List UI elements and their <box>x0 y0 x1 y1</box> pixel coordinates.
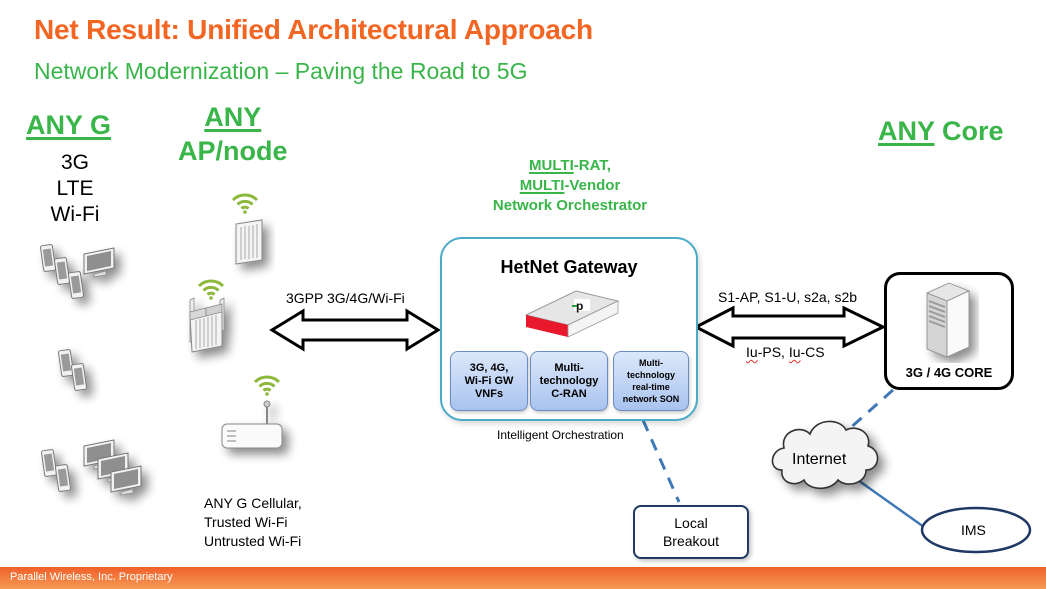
any-ap-heading: ANY AP/node <box>178 102 288 166</box>
ims-label: IMS <box>961 522 986 538</box>
tech-3g: 3G <box>60 151 89 174</box>
core-label: 3G / 4G CORE <box>905 365 993 380</box>
slide-title: Net Result: Unified Architectural Approa… <box>34 14 593 45</box>
device-group-phones-and-monitor <box>39 243 115 300</box>
any-core-heading: ANY Core <box>878 116 1004 146</box>
core-internet-link <box>839 388 894 439</box>
outdoor-radio-node-icon <box>189 279 225 353</box>
local-breakout-link <box>641 419 681 503</box>
local-breakout-node[interactable]: Local Breakout <box>633 505 749 559</box>
gateway-module-cran[interactable]: Multi- technology C-RAN <box>530 351 608 411</box>
gateway-caption: Intelligent Orchestration <box>497 428 624 442</box>
ap-caption: ANY G Cellular, Trusted Wi-Fi Untrusted … <box>204 495 302 549</box>
tech-lte: LTE <box>56 177 94 200</box>
device-group-two-phones <box>57 348 88 392</box>
orchestrator-heading: MULTI-RAT, MULTI-Vendor Network Orchestr… <box>492 157 648 214</box>
server-icon <box>925 282 971 358</box>
ims-node <box>920 506 1032 554</box>
wifi-router-node-icon <box>221 375 283 449</box>
internet-ims-link <box>854 476 925 529</box>
gateway-title: HetNet Gateway <box>500 257 638 277</box>
any-g-technologies: 3G LTE Wi-Fi <box>40 150 110 228</box>
footer-text: Parallel Wireless, Inc. Proprietary <box>10 571 173 583</box>
gateway-appliance-icon: p <box>524 290 620 338</box>
gateway-module-son[interactable]: Multi- technology real-time network SON <box>613 351 689 411</box>
device-group-phones-and-monitors <box>40 439 142 496</box>
internet-label: Internet <box>792 451 847 468</box>
access-link-label: 3GPP 3G/4G/Wi-Fi <box>286 290 405 306</box>
internet-cloud-icon <box>771 420 879 490</box>
core-node[interactable]: 3G / 4G CORE <box>884 272 1014 390</box>
footer-bar: Parallel Wireless, Inc. Proprietary <box>0 567 1046 589</box>
tech-wifi: Wi-Fi <box>50 203 100 226</box>
gateway-module-vnfs[interactable]: 3G, 4G, Wi-Fi GW VNFs <box>450 351 528 411</box>
svg-text:p: p <box>576 299 583 313</box>
any-g-heading: ANY G <box>26 110 112 140</box>
hetnet-gateway[interactable]: HetNet Gateway p 3G, 4G, Wi-Fi GW VNFs M… <box>440 237 698 421</box>
access-link-arrow <box>269 308 441 352</box>
slide-subtitle: Network Modernization – Paving the Road … <box>34 58 528 84</box>
core-link-top-label: S1-AP, S1-U, s2a, s2b <box>718 289 858 305</box>
core-link-bottom-label: Iu-PS, Iu-CS <box>746 344 825 360</box>
small-cell-node-icon <box>231 193 263 265</box>
core-link-arrow <box>692 305 887 349</box>
